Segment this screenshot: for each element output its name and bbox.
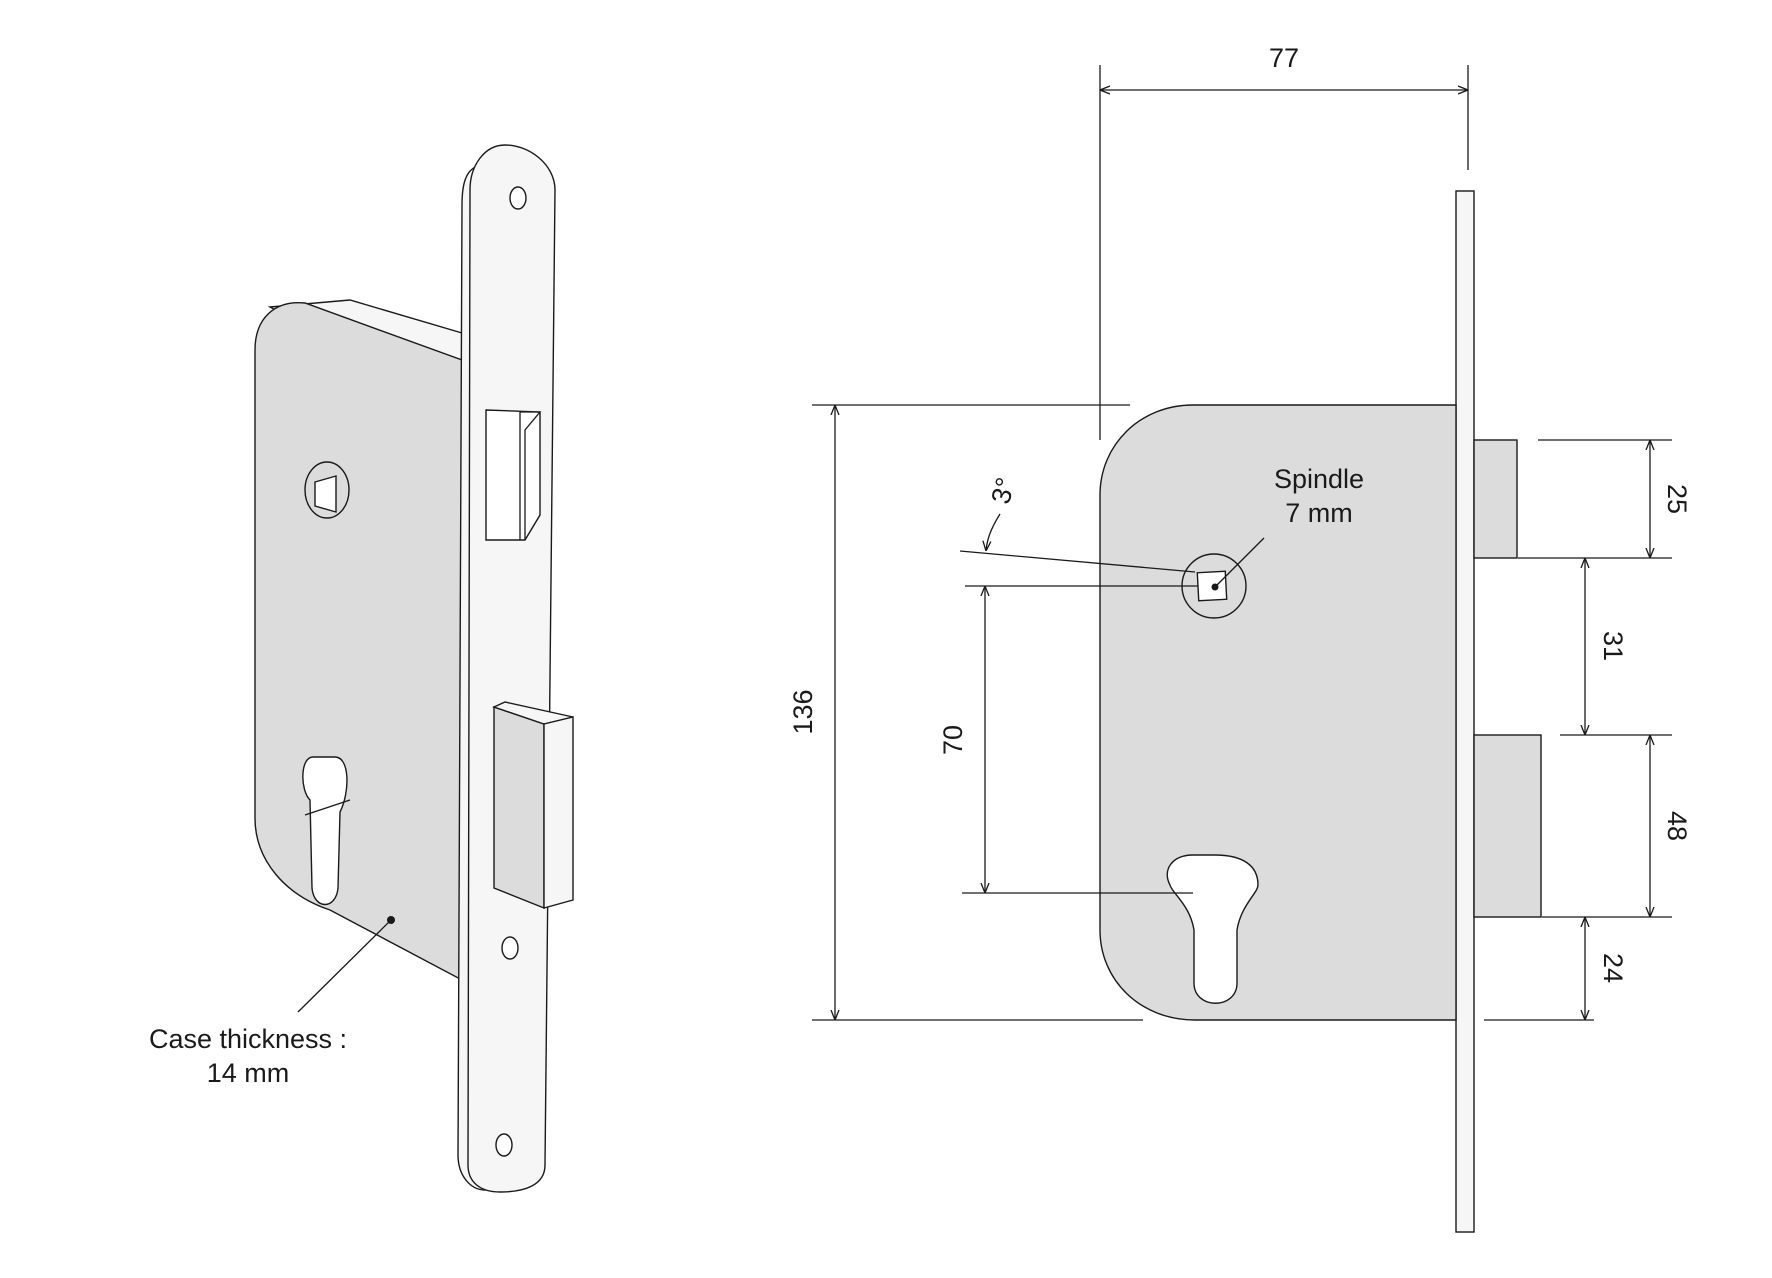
iso-leader-dot xyxy=(387,916,395,924)
iso-cylinder-hole xyxy=(302,756,348,905)
dim-latch-label: 25 xyxy=(1662,484,1692,514)
spindle-label-2: 7 mm xyxy=(1285,498,1353,528)
iso-cylinder-edge xyxy=(304,799,351,816)
iso-deadbolt-front xyxy=(493,706,545,910)
case-thickness-label-1: Case thickness : xyxy=(149,1024,347,1054)
iso-spindle-square xyxy=(314,475,337,513)
dim-bolt-label: 48 xyxy=(1662,811,1692,841)
iso-faceplate-front xyxy=(467,144,556,1193)
iso-deadbolt-side xyxy=(543,716,574,909)
case-thickness-label-2: 14 mm xyxy=(207,1058,290,1088)
dim-width-label: 77 xyxy=(1269,43,1299,73)
isometric-view: Case thickness : 14 mm xyxy=(149,144,574,1193)
dim-gap-label: 31 xyxy=(1598,631,1628,661)
front-view: Spindle 7 mm 77 136 70 3° 25 31 48 2 xyxy=(788,43,1692,1233)
iso-leader-line xyxy=(297,919,392,1013)
dim-arc-angle xyxy=(986,513,1001,551)
ext-line-angle xyxy=(959,550,1196,573)
front-cylinder-hole xyxy=(1166,854,1259,1004)
iso-screw-hole-top xyxy=(509,186,527,210)
dim-backset-label: 70 xyxy=(938,725,968,755)
spindle-label-1: Spindle xyxy=(1274,464,1364,494)
front-deadbolt xyxy=(1473,734,1542,918)
dim-bottom-label: 24 xyxy=(1598,953,1628,983)
iso-screw-hole-bottom xyxy=(495,1133,513,1157)
front-latch xyxy=(1473,439,1518,559)
iso-screw-hole-mid xyxy=(501,936,519,960)
iso-latch-edges xyxy=(519,411,542,540)
dim-height-label: 136 xyxy=(788,689,818,734)
iso-case-body xyxy=(254,302,463,982)
front-case xyxy=(1099,404,1457,1021)
spindle-leader xyxy=(1214,537,1265,588)
front-faceplate xyxy=(1455,190,1475,1233)
iso-latch xyxy=(485,409,541,541)
angle-label: 3° xyxy=(985,474,1021,507)
